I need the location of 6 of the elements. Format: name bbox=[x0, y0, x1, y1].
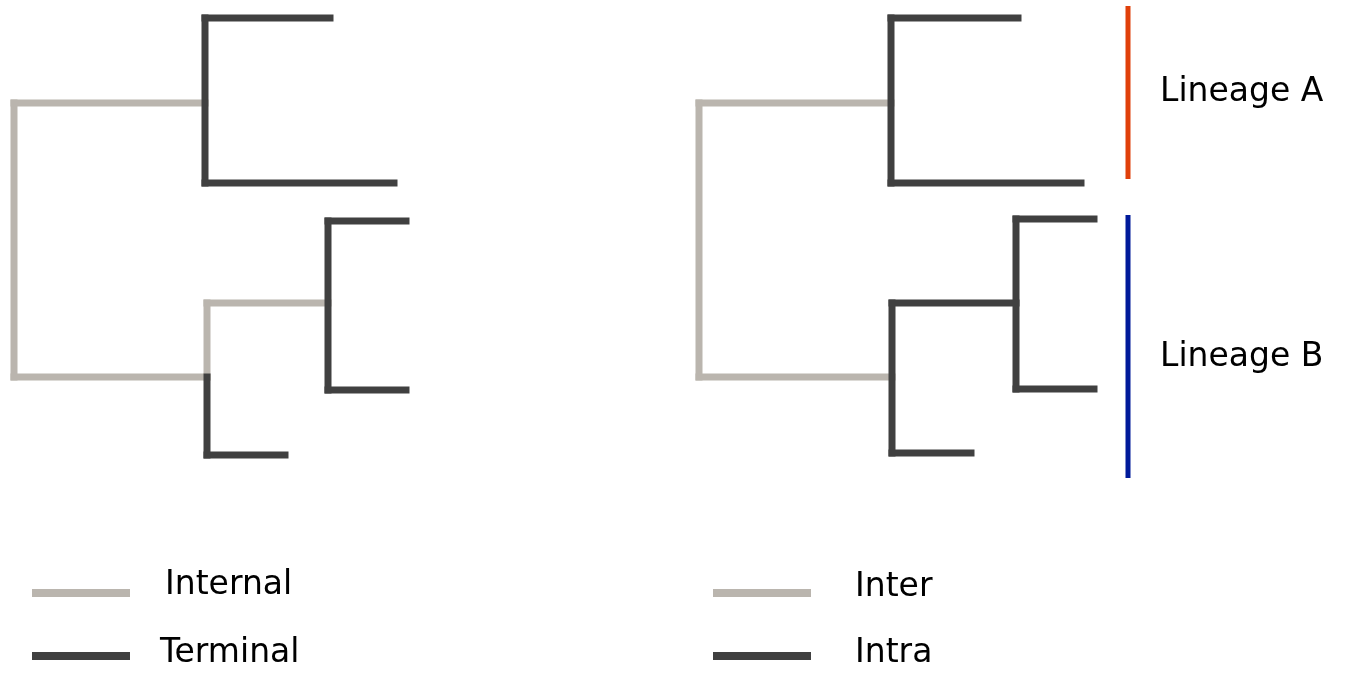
legend-label: Inter bbox=[855, 568, 933, 601]
legend-label: Intra bbox=[855, 634, 933, 667]
lineage-label: Lineage A bbox=[1160, 73, 1324, 106]
legend-label: Internal bbox=[165, 566, 293, 599]
lineage-label: Lineage B bbox=[1160, 338, 1324, 371]
legend-label: Terminal bbox=[160, 634, 300, 667]
